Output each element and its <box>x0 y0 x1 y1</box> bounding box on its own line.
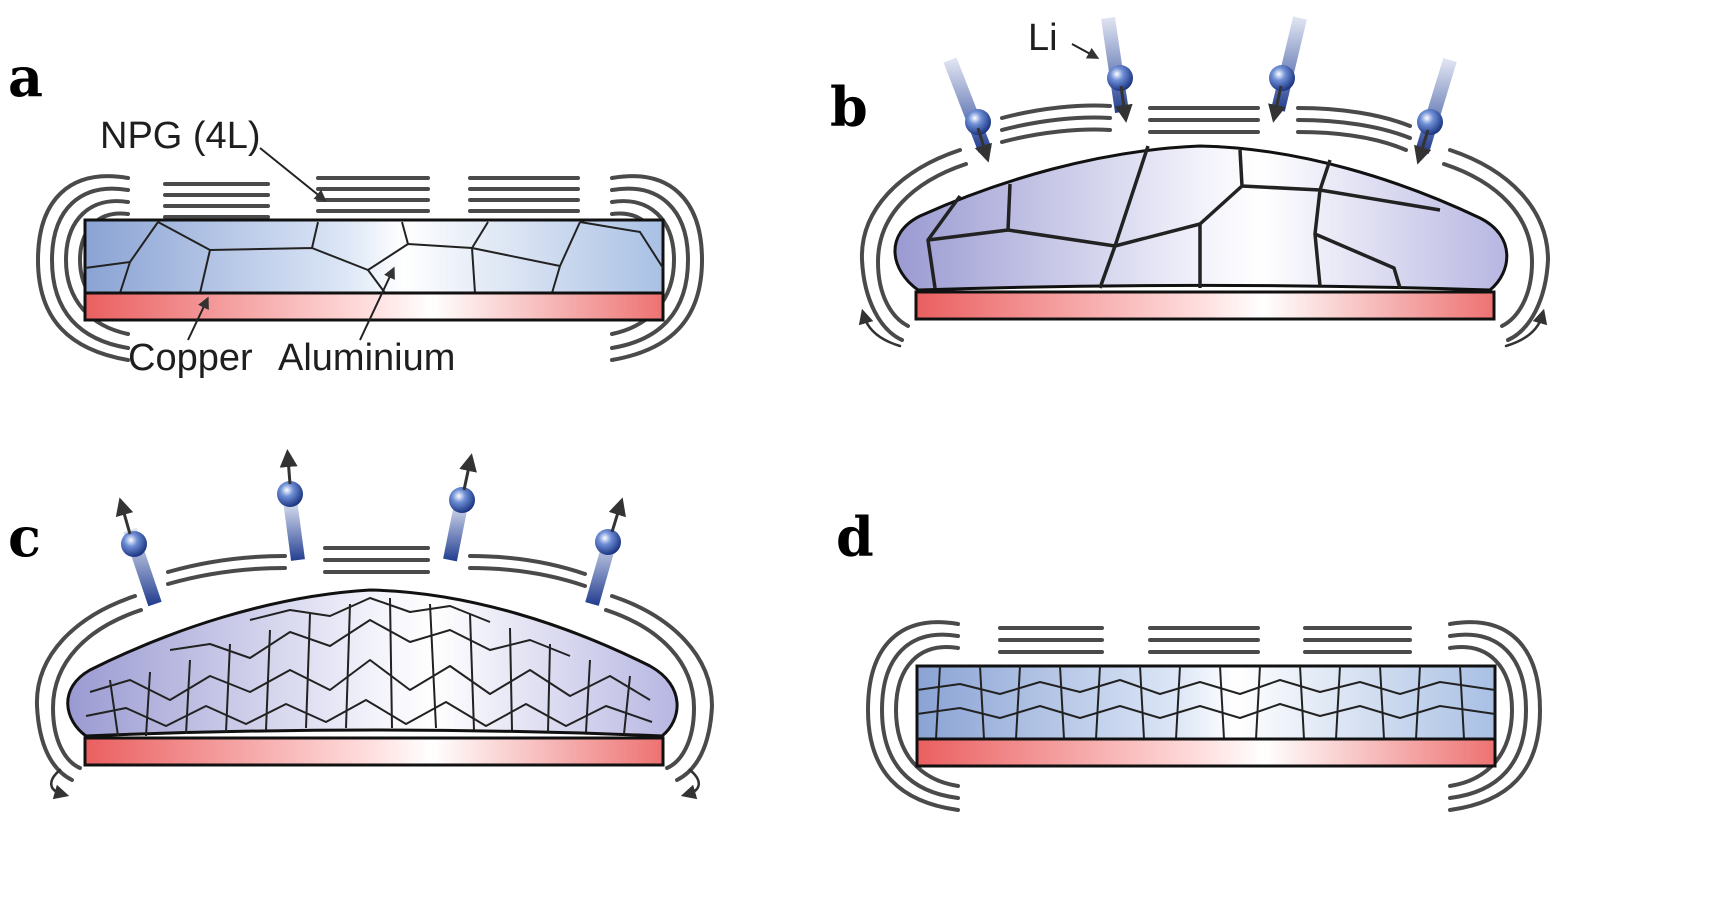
panel-label-c: c <box>8 505 41 569</box>
callouts-a: NPG (4L) Copper Aluminium <box>100 115 455 379</box>
li-sphere-arrow-icon <box>585 497 626 606</box>
aluminium-layer-b <box>893 144 1509 292</box>
copper-layer-b <box>914 290 1496 321</box>
copper-layer-c <box>83 736 665 767</box>
aluminium-leader-line <box>359 266 395 341</box>
copper-layer-d <box>915 737 1497 768</box>
li-sphere-arrow-icon <box>943 57 992 163</box>
grain-boundaries-c <box>85 597 653 737</box>
panel-d <box>865 620 1543 812</box>
graphene-layers-b <box>858 103 1551 348</box>
panel-label-b: b <box>830 75 868 139</box>
copper-leader-line <box>187 296 209 341</box>
li-particles-c <box>115 449 626 607</box>
panel-label-a: a <box>8 45 43 109</box>
li-sphere-arrow-icon <box>277 449 305 561</box>
panel-a: NPG (4L) Copper Aluminium <box>35 115 705 379</box>
li-sphere-arrow-icon <box>443 453 477 562</box>
li-sphere-arrow-icon <box>1101 16 1133 123</box>
npg-leader-line <box>259 147 327 202</box>
copper-layer-a <box>83 291 665 322</box>
copper-label: Copper <box>128 337 253 379</box>
li-leader-line <box>1071 43 1100 59</box>
aluminium-layer-d <box>915 664 1497 741</box>
graphene-layers-a <box>35 174 705 362</box>
li-sphere-arrow-icon <box>115 497 162 607</box>
aluminium-layer-a <box>83 218 665 295</box>
li-label: Li <box>1028 17 1058 59</box>
panel-label-d: d <box>836 505 874 569</box>
li-sphere-arrow-icon <box>1414 57 1457 165</box>
grain-boundaries-a <box>84 221 664 294</box>
grain-boundaries-d <box>916 665 1496 740</box>
graphene-layers-d <box>865 620 1543 812</box>
li-sphere-arrow-icon <box>1268 16 1307 123</box>
npg-label: NPG (4L) <box>100 115 260 157</box>
li-particles-b <box>943 16 1457 165</box>
panel-b: Li <box>858 16 1551 348</box>
grain-boundaries-b <box>926 145 1441 289</box>
panel-c <box>34 449 715 800</box>
graphene-layers-c <box>34 546 715 800</box>
aluminium-label: Aluminium <box>278 337 455 379</box>
